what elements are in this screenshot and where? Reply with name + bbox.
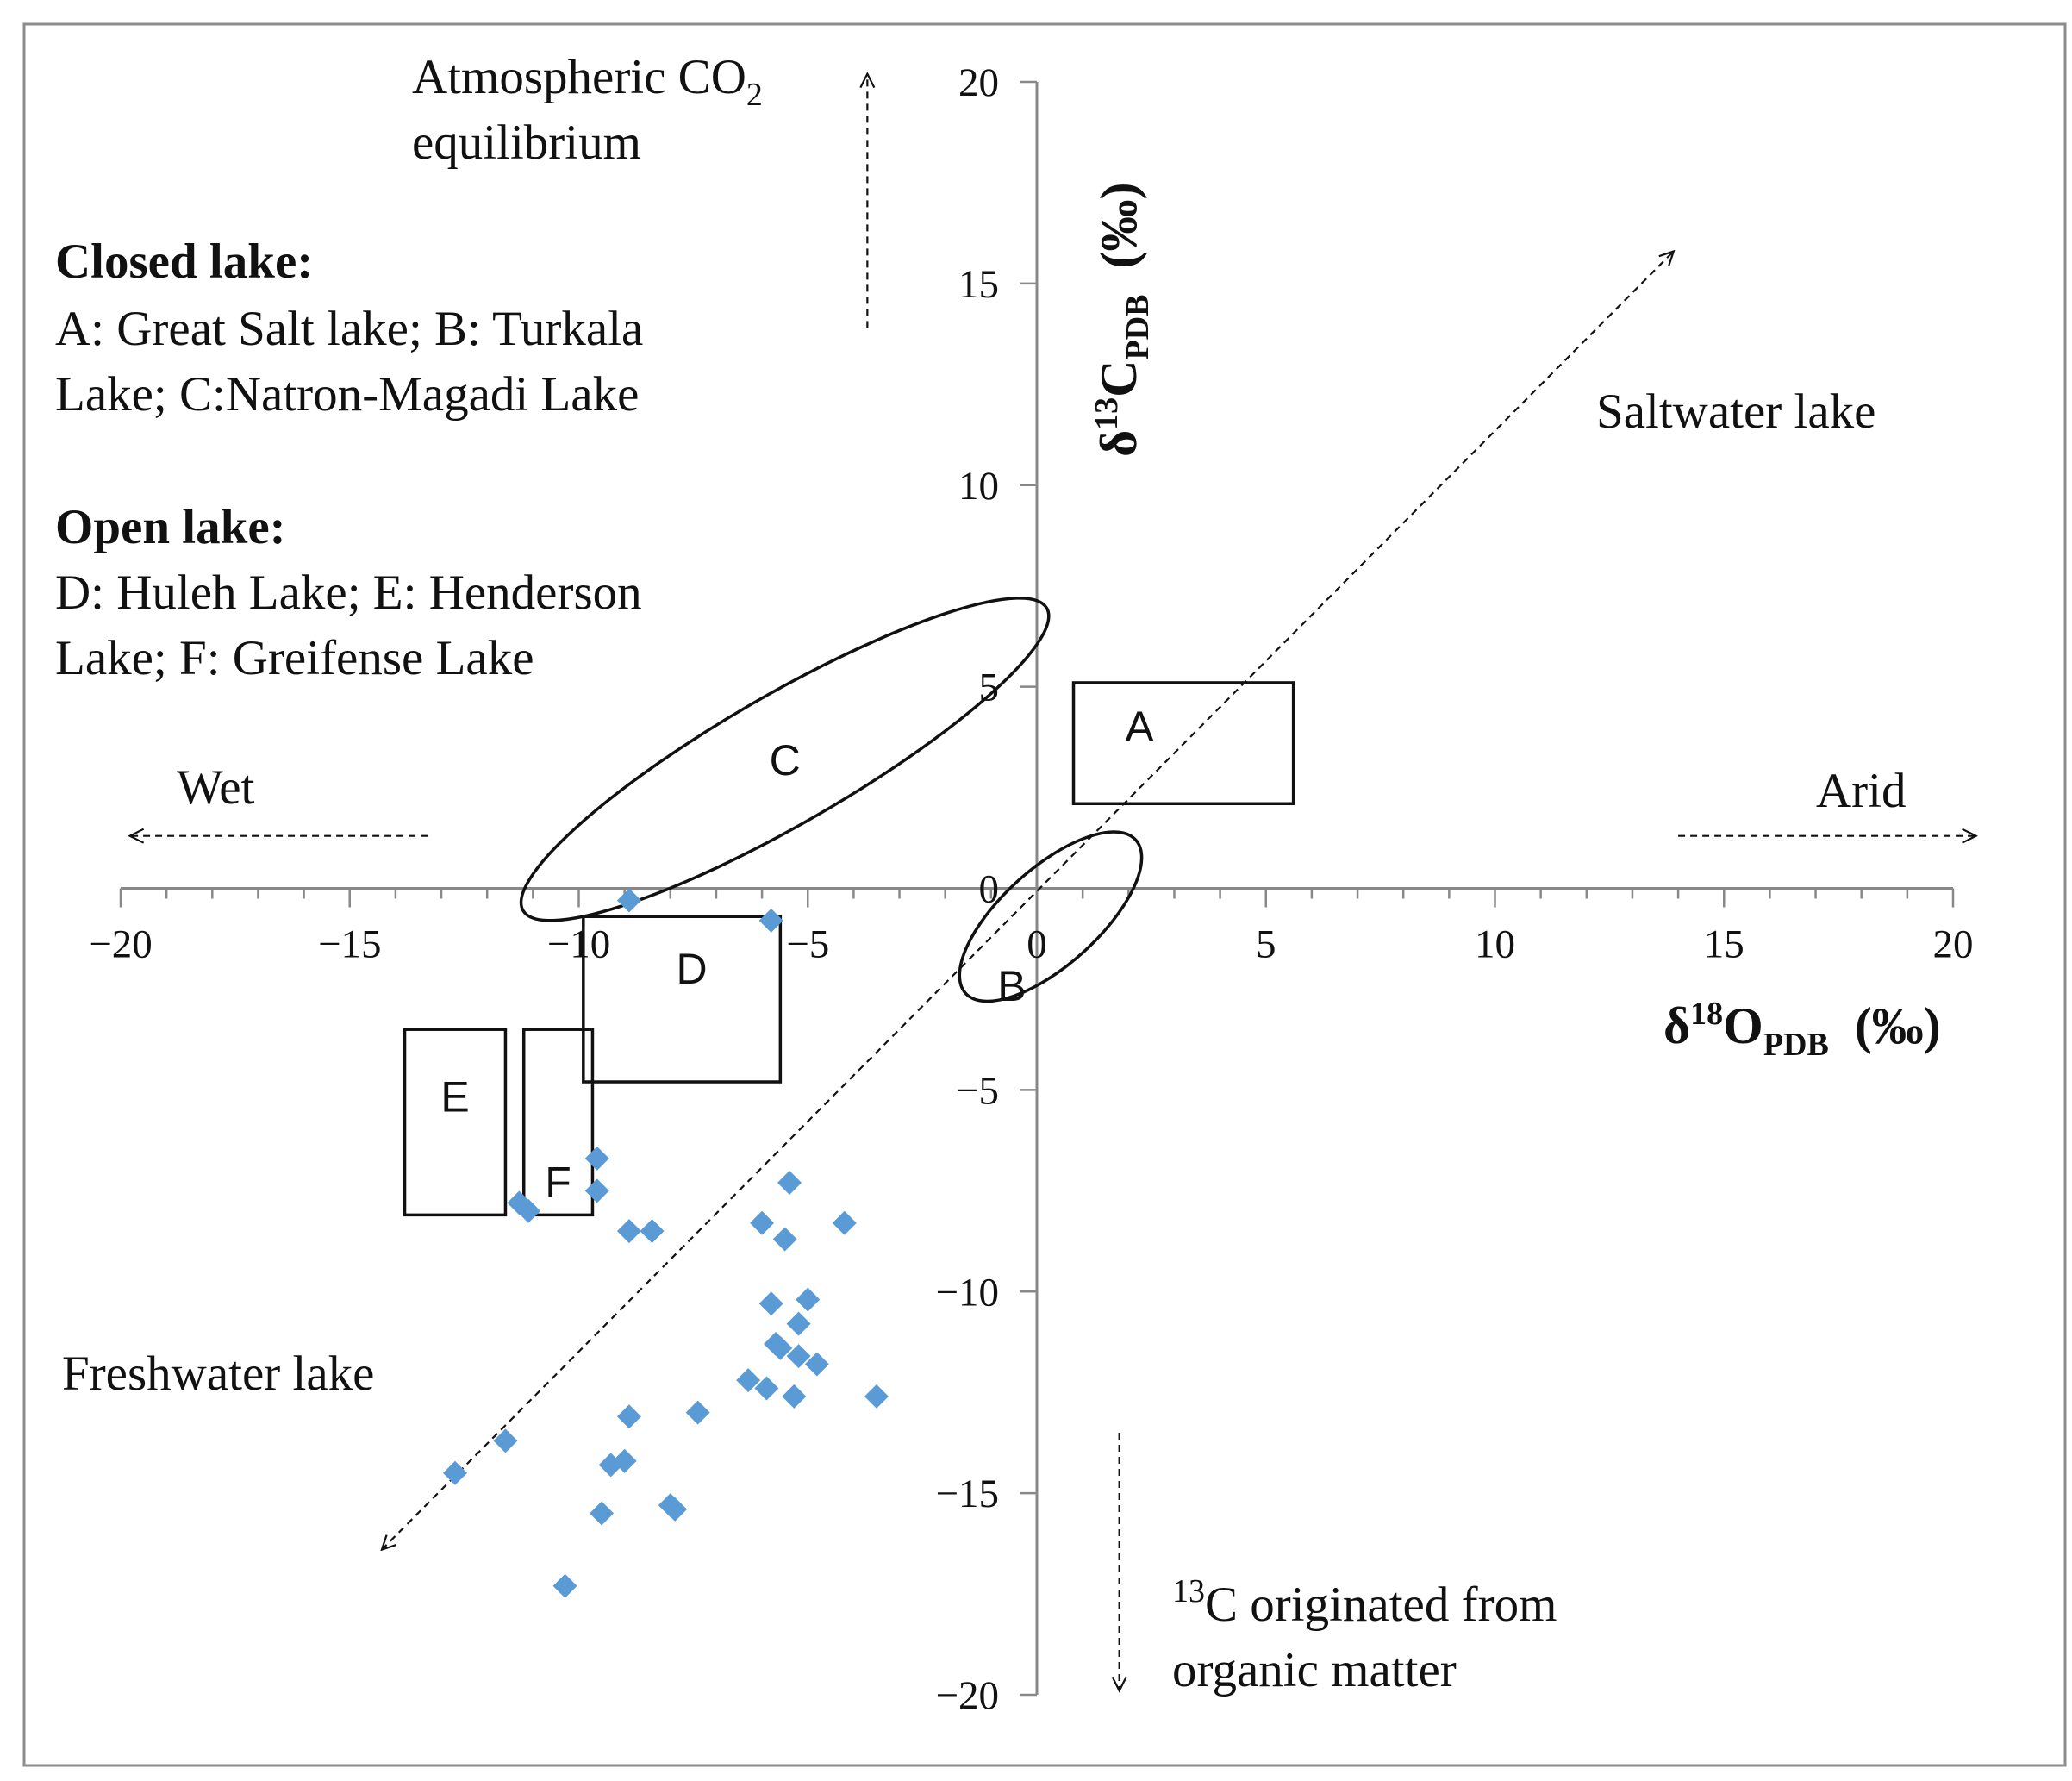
region-b: B — [958, 830, 1144, 1010]
x-tick-label: 15 — [1704, 922, 1744, 967]
region-c-label: C — [770, 736, 801, 784]
x-axis-title: δ18OPDB(‰) — [1663, 996, 1941, 1063]
y-tick-label: −20 — [935, 1673, 999, 1718]
freshwater-lake-label: Freshwater lake — [62, 1347, 374, 1401]
data-point — [772, 1227, 797, 1252]
data-point — [777, 1170, 802, 1195]
open-lake-title: Open lake: — [55, 500, 286, 554]
x-tick-label: 0 — [1027, 922, 1047, 967]
region-a-label: A — [1125, 703, 1154, 751]
data-point — [804, 1352, 829, 1377]
atmospheric-label: Atmospheric CO2 — [412, 50, 763, 113]
data-point — [782, 1384, 807, 1409]
data-point — [590, 1501, 615, 1526]
region-d-label: D — [676, 945, 707, 993]
y-tick-label: −15 — [935, 1472, 999, 1516]
data-point — [616, 1404, 641, 1429]
data-point — [640, 1219, 665, 1244]
regions: A B C D E F — [403, 597, 1295, 1217]
region-b-label: B — [997, 962, 1026, 1010]
region-e-box — [403, 1028, 508, 1217]
wet-label: Wet — [177, 760, 255, 815]
x-tick-label: 5 — [1256, 922, 1276, 967]
data-point — [584, 1178, 609, 1203]
data-point — [796, 1287, 821, 1312]
x-tick-label: −20 — [89, 922, 153, 967]
arrows — [130, 74, 1976, 1691]
data-point — [758, 908, 783, 933]
region-d-box — [582, 915, 783, 1084]
x-tick-label: −10 — [547, 922, 611, 967]
closed-lake-title: Closed lake: — [55, 234, 313, 289]
chart-frame — [22, 22, 2067, 1767]
salinity-diagonal — [382, 251, 1674, 1549]
data-point — [768, 1335, 793, 1360]
region-e-label: E — [440, 1073, 469, 1122]
organic-label-line2: organic matter — [1172, 1643, 1457, 1697]
data-point — [552, 1573, 577, 1598]
y-axis-title: δ13CPDB(‰) — [1089, 183, 1156, 457]
data-points — [442, 888, 889, 1598]
data-point — [864, 1384, 889, 1409]
y-tick-label: −5 — [956, 1068, 999, 1113]
open-lake-line2: Lake; F: Greifense Lake — [55, 631, 534, 685]
data-point — [584, 1146, 609, 1171]
y-tick-label: 10 — [958, 464, 999, 509]
data-point — [832, 1210, 857, 1235]
x-tick-label: 10 — [1475, 922, 1515, 967]
organic-label: 13C originated from — [1172, 1573, 1557, 1632]
data-point — [786, 1344, 811, 1369]
data-point — [493, 1428, 518, 1453]
closed-lake-line1: A: Great Salt lake; B: Turkala — [55, 302, 643, 356]
open-lake-line1: D: Huleh Lake; E: Henderson — [55, 566, 642, 620]
y-tick-label: 20 — [958, 60, 999, 105]
region-e: E — [403, 1028, 508, 1217]
arid-label: Arid — [1816, 764, 1906, 818]
data-point — [750, 1210, 775, 1235]
data-point — [786, 1311, 811, 1336]
data-point — [663, 1497, 688, 1522]
atmospheric-label-line2: equilibrium — [412, 116, 641, 170]
data-point — [758, 1291, 783, 1316]
data-point — [754, 1376, 779, 1401]
data-point — [598, 1453, 623, 1478]
region-d: D — [582, 915, 783, 1084]
data-point — [616, 888, 641, 913]
data-point — [516, 1198, 541, 1223]
y-tick-label: 15 — [958, 262, 999, 307]
y-tick-label: −10 — [935, 1270, 999, 1315]
y-ticks — [1020, 80, 1037, 1697]
closed-lake-line2: Lake; C:Natron-Magadi Lake — [55, 367, 639, 422]
data-point — [685, 1400, 710, 1425]
region-f-label: F — [545, 1159, 571, 1207]
region-b-ellipse — [958, 830, 1144, 1003]
x-tick-label: −5 — [786, 922, 829, 967]
data-point — [736, 1368, 761, 1393]
data-point — [442, 1460, 467, 1485]
data-point — [616, 1219, 641, 1244]
x-ticks — [119, 888, 1955, 908]
x-tick-labels: −20 −15 −10 −5 0 5 10 15 20 — [89, 922, 1973, 967]
x-tick-label: 20 — [1933, 922, 1974, 967]
x-tick-label: −15 — [318, 922, 382, 967]
saltwater-lake-label: Saltwater lake — [1596, 384, 1875, 439]
